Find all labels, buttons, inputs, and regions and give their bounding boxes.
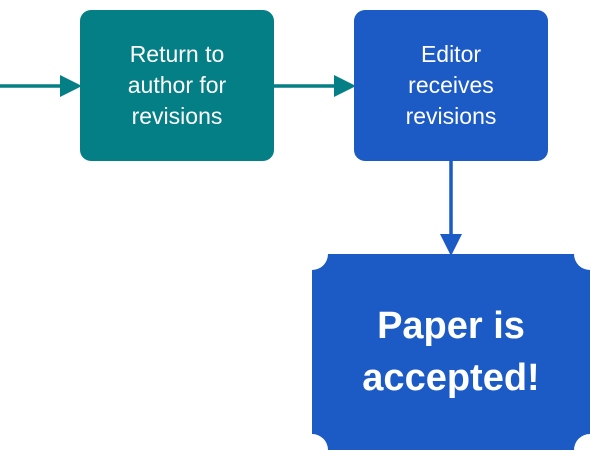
node-label-return-to-author: Return to author for revisions xyxy=(127,41,227,129)
edge-editor-to-accepted xyxy=(440,161,462,256)
node-label-editor-receives: Editor receives revisions xyxy=(405,41,497,129)
edge-return-to-editor xyxy=(274,75,356,97)
node-label-paper-accepted: Paper is accepted! xyxy=(362,305,540,399)
node-editor-receives xyxy=(354,10,548,161)
node-paper-accepted xyxy=(312,254,590,450)
edge-incoming-to-return xyxy=(0,75,82,97)
node-return-to-author xyxy=(80,10,274,161)
